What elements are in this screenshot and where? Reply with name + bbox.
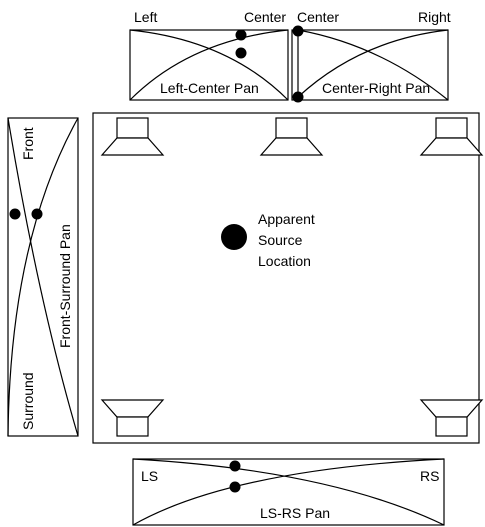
front-surround-dot-left	[9, 208, 21, 220]
left-center-dot-upper	[235, 29, 247, 41]
left-center-pan-title: Left-Center Pan	[160, 80, 259, 96]
speaker-rear-right-icon	[419, 399, 484, 437]
front-surround-dot-right	[31, 208, 43, 220]
speaker-front-left-icon	[100, 117, 165, 156]
ls-rs-pan-panel: LS RS LS-RS Pan	[132, 458, 445, 526]
source-label-line1: Apparent	[258, 211, 315, 227]
left-center-pan-panel: Left Center Left-Center Pan	[129, 9, 289, 101]
label-right: Right	[418, 9, 451, 25]
apparent-source-dot	[221, 224, 247, 250]
label-left: Left	[134, 9, 157, 25]
label-surround: Surround	[20, 372, 36, 430]
ls-rs-curve-rising	[132, 458, 445, 526]
front-surround-pan-panel: Front Surround Front-Surround Pan	[7, 117, 79, 437]
ls-rs-dot-lower	[229, 481, 241, 493]
speaker-front-center-icon	[259, 117, 324, 156]
left-center-pan-box	[129, 29, 289, 101]
left-center-dot-lower	[235, 47, 247, 59]
label-center-right-panel: Center	[297, 9, 339, 25]
front-surround-curve-b	[7, 117, 79, 437]
source-label-line3: Location	[258, 253, 311, 269]
front-surround-pan-title: Front-Surround Pan	[57, 224, 73, 348]
center-right-curve-falling	[297, 29, 449, 101]
center-right-pan-box	[291, 29, 449, 101]
listening-room: Apparent Source Location	[92, 112, 484, 444]
ls-rs-pan-box	[132, 458, 445, 526]
label-center-left-panel: Center	[244, 9, 286, 25]
center-right-dot-lower	[292, 91, 304, 103]
room-outline	[92, 112, 480, 444]
label-front: Front	[20, 127, 36, 160]
ls-rs-dot-upper	[229, 460, 241, 472]
speaker-front-right-icon	[419, 117, 484, 156]
speaker-rear-left-icon	[100, 399, 165, 437]
front-surround-curve-a	[7, 117, 79, 437]
label-rs: RS	[420, 468, 439, 484]
ls-rs-pan-title: LS-RS Pan	[260, 505, 330, 521]
center-right-pan-panel: Center Right Center-Right Pan	[291, 9, 451, 103]
center-right-pan-title: Center-Right Pan	[322, 80, 430, 96]
center-right-dot-upper	[292, 25, 304, 37]
left-center-curve-rising	[129, 29, 289, 101]
source-label-line2: Source	[258, 232, 303, 248]
ls-rs-curve-falling	[132, 458, 445, 526]
center-right-curve-rising	[297, 29, 449, 98]
label-ls: LS	[141, 468, 158, 484]
left-center-curve-falling	[129, 29, 289, 101]
front-surround-pan-box	[7, 117, 79, 437]
